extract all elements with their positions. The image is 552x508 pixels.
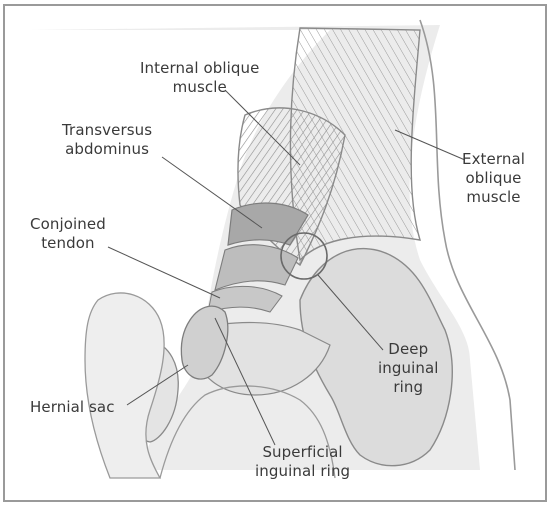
label-line: ring (378, 378, 439, 397)
label-line: Transversus (62, 121, 152, 140)
label-internal-oblique: Internal oblique muscle (140, 59, 259, 97)
label-superficial-inguinal-ring: Superficial inguinal ring (255, 443, 350, 481)
leader-conjoined-tendon (108, 247, 220, 298)
label-conjoined-tendon: Conjoined tendon (30, 215, 106, 253)
label-line: Internal oblique (140, 59, 259, 78)
label-line: External (462, 150, 525, 169)
label-line: Superficial (255, 443, 350, 462)
label-line: oblique (462, 169, 525, 188)
label-line: inguinal (378, 359, 439, 378)
label-line: Deep (378, 340, 439, 359)
label-hernial-sac: Hernial sac (30, 398, 115, 417)
label-line: tendon (30, 234, 106, 253)
label-line: Hernial sac (30, 398, 115, 417)
label-transversus-abdominus: Transversus abdominus (62, 121, 152, 159)
label-line: muscle (462, 188, 525, 207)
label-line: Conjoined (30, 215, 106, 234)
label-line: abdominus (62, 140, 152, 159)
label-deep-inguinal-ring: Deep inguinal ring (378, 340, 439, 397)
label-external-oblique: External oblique muscle (462, 150, 525, 207)
label-line: inguinal ring (255, 462, 350, 481)
label-line: muscle (140, 78, 259, 97)
